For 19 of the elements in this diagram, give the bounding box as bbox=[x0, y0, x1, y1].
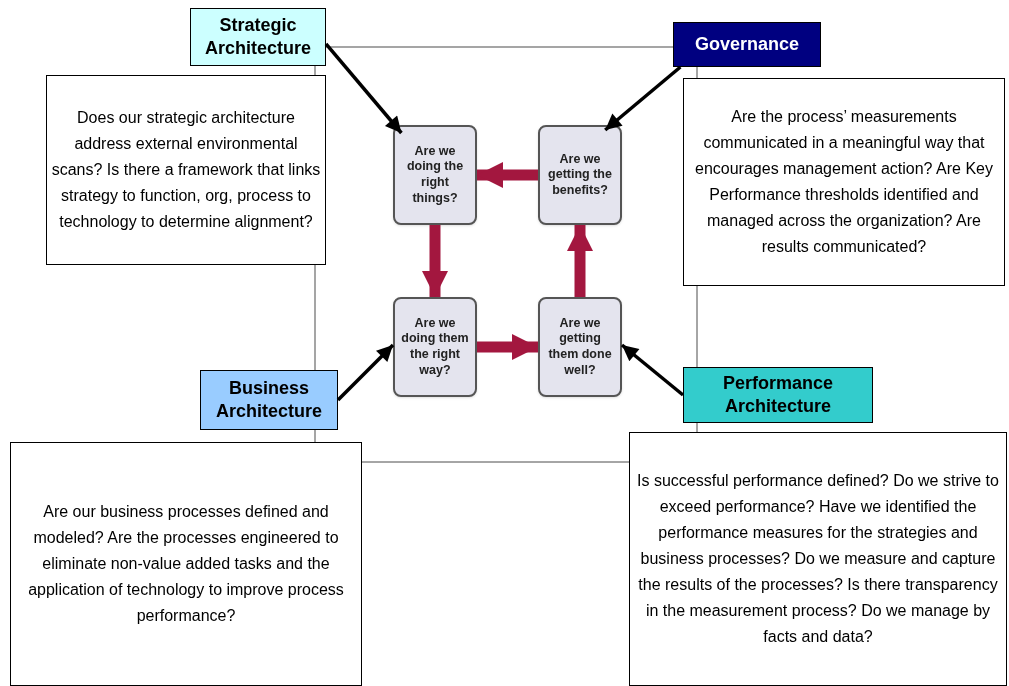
question-box: Are the process’ measurements communicated in a meaningful way that encourages management action? Are Key Performance thresholds identified and managed across the organization? Are results communicated? bbox=[683, 78, 1005, 286]
question-box: Does our strategic architecture address external environmental scans? Is there a framework that links strategy to function, org, process to technology to determine alignment? bbox=[46, 75, 326, 265]
title-box: Governance bbox=[673, 22, 821, 67]
question-box: Is successful performance defined? Do we strive to exceed performance? Have we identified the performance measures for the strategies and business processes? Do we measure and capture the results of the processes? Is there transparency in the measurement process? Do we manage by facts and data? bbox=[629, 432, 1007, 686]
cycle-box: Are we getting the benefits? bbox=[538, 125, 622, 225]
arrow bbox=[604, 65, 682, 132]
arrow bbox=[422, 225, 448, 297]
arrow bbox=[620, 343, 685, 397]
arrow bbox=[477, 334, 538, 360]
title-box: Performance Architecture bbox=[683, 367, 873, 423]
arrow bbox=[336, 343, 395, 402]
cycle-box: Are we getting them done well? bbox=[538, 297, 622, 397]
arrow bbox=[477, 162, 538, 188]
title-box: Business Architecture bbox=[200, 370, 338, 430]
cycle-box: Are we doing them the right way? bbox=[393, 297, 477, 397]
cycle-box: Are we doing the right things? bbox=[393, 125, 477, 225]
title-box: Strategic Architecture bbox=[190, 8, 326, 66]
arrow bbox=[567, 225, 593, 297]
question-box: Are our business processes defined and modeled? Are the processes engineered to eliminate non-value added tasks and the application of technology to improve process performance? bbox=[10, 442, 362, 686]
